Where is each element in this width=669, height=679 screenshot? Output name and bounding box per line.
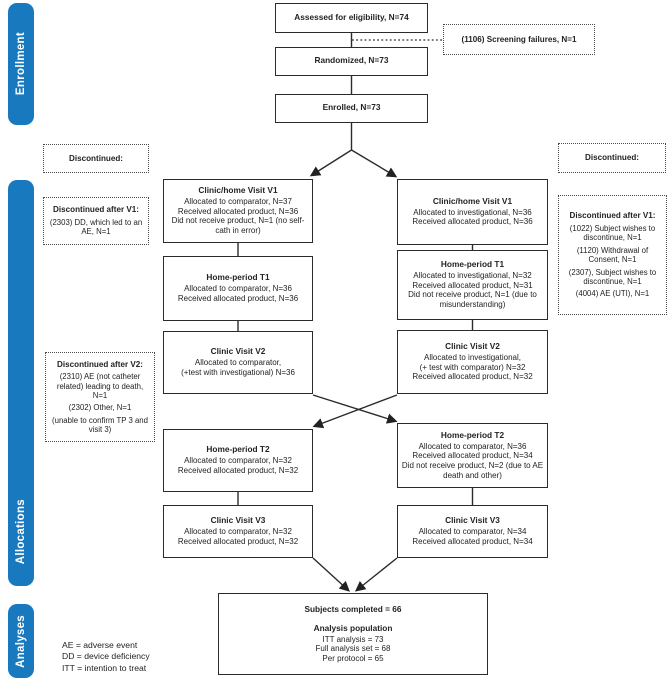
box-title: Clinic Visit V3 bbox=[445, 515, 500, 526]
box-line: Did not receive product, N=1 (no self-ca… bbox=[171, 216, 305, 236]
subjects-completed-title: Subjects completed = 66 bbox=[304, 603, 402, 614]
abbreviation-legend: AE = adverse event DD = device deficienc… bbox=[62, 640, 150, 674]
box-line: Received allocated product, N=32 bbox=[177, 536, 299, 546]
box-screening-failures: (1106) Screening failures, N=1 bbox=[443, 24, 595, 55]
box-line: Received allocated product, N=36 bbox=[412, 217, 533, 227]
box-right-clinic-visit-v3: Clinic Visit V3 Allocated to comparator,… bbox=[397, 505, 548, 558]
annotation-entry: (4004) AE (UTI), N=1 bbox=[575, 289, 650, 299]
phase-label-allocations: Allocations bbox=[15, 498, 27, 564]
annotation-title: Discontinued after V2: bbox=[57, 359, 143, 369]
box-line: Allocated to comparator, N=32 bbox=[184, 456, 292, 466]
box-line: Allocated to comparator, N=36 bbox=[184, 284, 292, 294]
box-title: Home-period T2 bbox=[206, 444, 270, 455]
annotation-discontinued-after-v1-right: Discontinued after V1: (1022) Subject wi… bbox=[558, 195, 667, 315]
analysis-population-title: Analysis population bbox=[313, 622, 393, 633]
box-line: Allocated to investigational, bbox=[424, 353, 521, 363]
box-title: Clinic Visit V2 bbox=[210, 346, 266, 357]
annotation-title: Discontinued: bbox=[585, 153, 639, 163]
box-left-clinic-visit-v2: Clinic Visit V2 Allocated to comparator,… bbox=[163, 331, 313, 394]
box-right-home-period-t1: Home-period T1 Allocated to investigatio… bbox=[397, 250, 548, 320]
annotation-discontinued-after-v2-left: Discontinued after V2: (2310) AE (not ca… bbox=[45, 352, 155, 442]
box-line: Received allocated product, N=32 bbox=[177, 465, 299, 475]
box-left-home-period-t2: Home-period T2 Allocated to comparator, … bbox=[163, 429, 313, 492]
annotation-entry: (1022) Subject wishes to discontinue, N=… bbox=[569, 224, 656, 243]
phase-label-enrollment: Enrollment bbox=[15, 32, 27, 96]
legend-line-ae: AE = adverse event bbox=[62, 640, 138, 650]
box-line: (+ test with comparator) N=32 bbox=[419, 362, 526, 372]
box-line: Allocated to comparator, N=32 bbox=[184, 527, 292, 537]
legend-line-dd: DD = device deficiency bbox=[62, 651, 150, 662]
box-line: Received allocated product, N=34 bbox=[412, 451, 533, 461]
annotation-title: Discontinued after V1: bbox=[569, 211, 656, 221]
box-subjects-completed: Subjects completed = 66 Analysis populat… bbox=[218, 593, 488, 675]
annotation-title: Discontinued: bbox=[69, 153, 123, 163]
phase-label-analyses: Analyses bbox=[15, 614, 27, 668]
box-line: Received allocated product, N=32 bbox=[412, 372, 533, 382]
box-line: Allocated to comparator, N=37 bbox=[184, 197, 292, 207]
box-line: Received allocated product, N=36 bbox=[177, 293, 299, 303]
annotation-discontinued-right: Discontinued: bbox=[558, 143, 666, 173]
box-line: Received allocated product, N=34 bbox=[412, 536, 533, 546]
box-randomized-title: Randomized, N=73 bbox=[314, 55, 389, 66]
box-line: Allocated to investigational, N=32 bbox=[413, 271, 532, 281]
box-title: Home-period T1 bbox=[206, 272, 270, 283]
box-title: Clinic Visit V3 bbox=[210, 515, 266, 526]
phase-bar-analyses: Analyses bbox=[8, 604, 34, 678]
box-line: Per protocol = 65 bbox=[322, 653, 384, 663]
phase-bar-enrollment: Enrollment bbox=[8, 3, 34, 125]
box-title: Home-period T1 bbox=[440, 259, 505, 270]
annotation-entry: (2307), Subject wishes to discontinue, N… bbox=[568, 267, 657, 286]
box-left-home-period-t1: Home-period T1 Allocated to comparator, … bbox=[163, 256, 313, 321]
box-randomized: Randomized, N=73 bbox=[275, 47, 428, 76]
box-title: Home-period T2 bbox=[440, 429, 505, 440]
annotation-discontinued-left: Discontinued: bbox=[43, 144, 149, 173]
annotation-entry: (unable to confirm TP 3 and visit 3) bbox=[52, 415, 148, 435]
annotation-entry: (2302) Other, N=1 bbox=[68, 403, 132, 413]
annotation-entry: (2303) DD, which led to an AE, N=1 bbox=[49, 218, 143, 237]
box-line: Did not receive product, N=1 (due to mis… bbox=[408, 290, 537, 310]
box-title: Clinic Visit V2 bbox=[445, 341, 500, 352]
box-right-home-period-t2: Home-period T2 Allocated to comparator, … bbox=[397, 423, 548, 488]
box-line: ITT analysis = 73 bbox=[322, 634, 384, 644]
box-line: Full analysis set = 68 bbox=[315, 644, 391, 654]
box-title: Clinic/home Visit V1 bbox=[198, 185, 278, 196]
box-line: Allocated to investigational, N=36 bbox=[413, 207, 532, 217]
box-assessed-title: Assessed for eligibility, N=74 bbox=[294, 11, 409, 22]
box-line: Allocated to comparator, bbox=[194, 358, 282, 368]
annotation-entry: (1120) Withdrawal of Consent, N=1 bbox=[576, 245, 649, 265]
box-screening-failures-title: (1106) Screening failures, N=1 bbox=[461, 34, 577, 44]
legend-line-itt: ITT = intention to treat bbox=[62, 662, 147, 673]
box-left-clinic-visit-v1: Clinic/home Visit V1 Allocated to compar… bbox=[163, 179, 313, 243]
phase-bar-allocations: Allocations bbox=[8, 180, 34, 586]
box-line: Allocated to comparator, N=36 bbox=[418, 441, 527, 451]
box-right-clinic-visit-v1: Clinic/home Visit V1 Allocated to invest… bbox=[397, 179, 548, 245]
box-assessed: Assessed for eligibility, N=74 bbox=[275, 3, 428, 33]
box-enrolled: Enrolled, N=73 bbox=[275, 94, 428, 123]
box-line: Received allocated product, N=31 bbox=[412, 280, 533, 290]
annotation-entry: (2310) AE (not catheter related) leading… bbox=[56, 372, 144, 400]
box-right-clinic-visit-v2: Clinic Visit V2 Allocated to investigati… bbox=[397, 330, 548, 394]
annotation-title: Discontinued after V1: bbox=[53, 205, 139, 215]
box-line: Received allocated product, N=36 bbox=[177, 206, 299, 216]
box-line: (+test with investigational) N=36 bbox=[181, 367, 295, 377]
box-line: Did not receive product, N=2 (due to AE … bbox=[401, 460, 544, 480]
box-enrolled-title: Enrolled, N=73 bbox=[322, 102, 381, 113]
box-left-clinic-visit-v3: Clinic Visit V3 Allocated to comparator,… bbox=[163, 505, 313, 558]
box-title: Clinic/home Visit V1 bbox=[432, 195, 513, 206]
box-line: Allocated to comparator, N=34 bbox=[418, 527, 527, 537]
annotation-discontinued-after-v1-left: Discontinued after V1: (2303) DD, which … bbox=[43, 197, 149, 245]
